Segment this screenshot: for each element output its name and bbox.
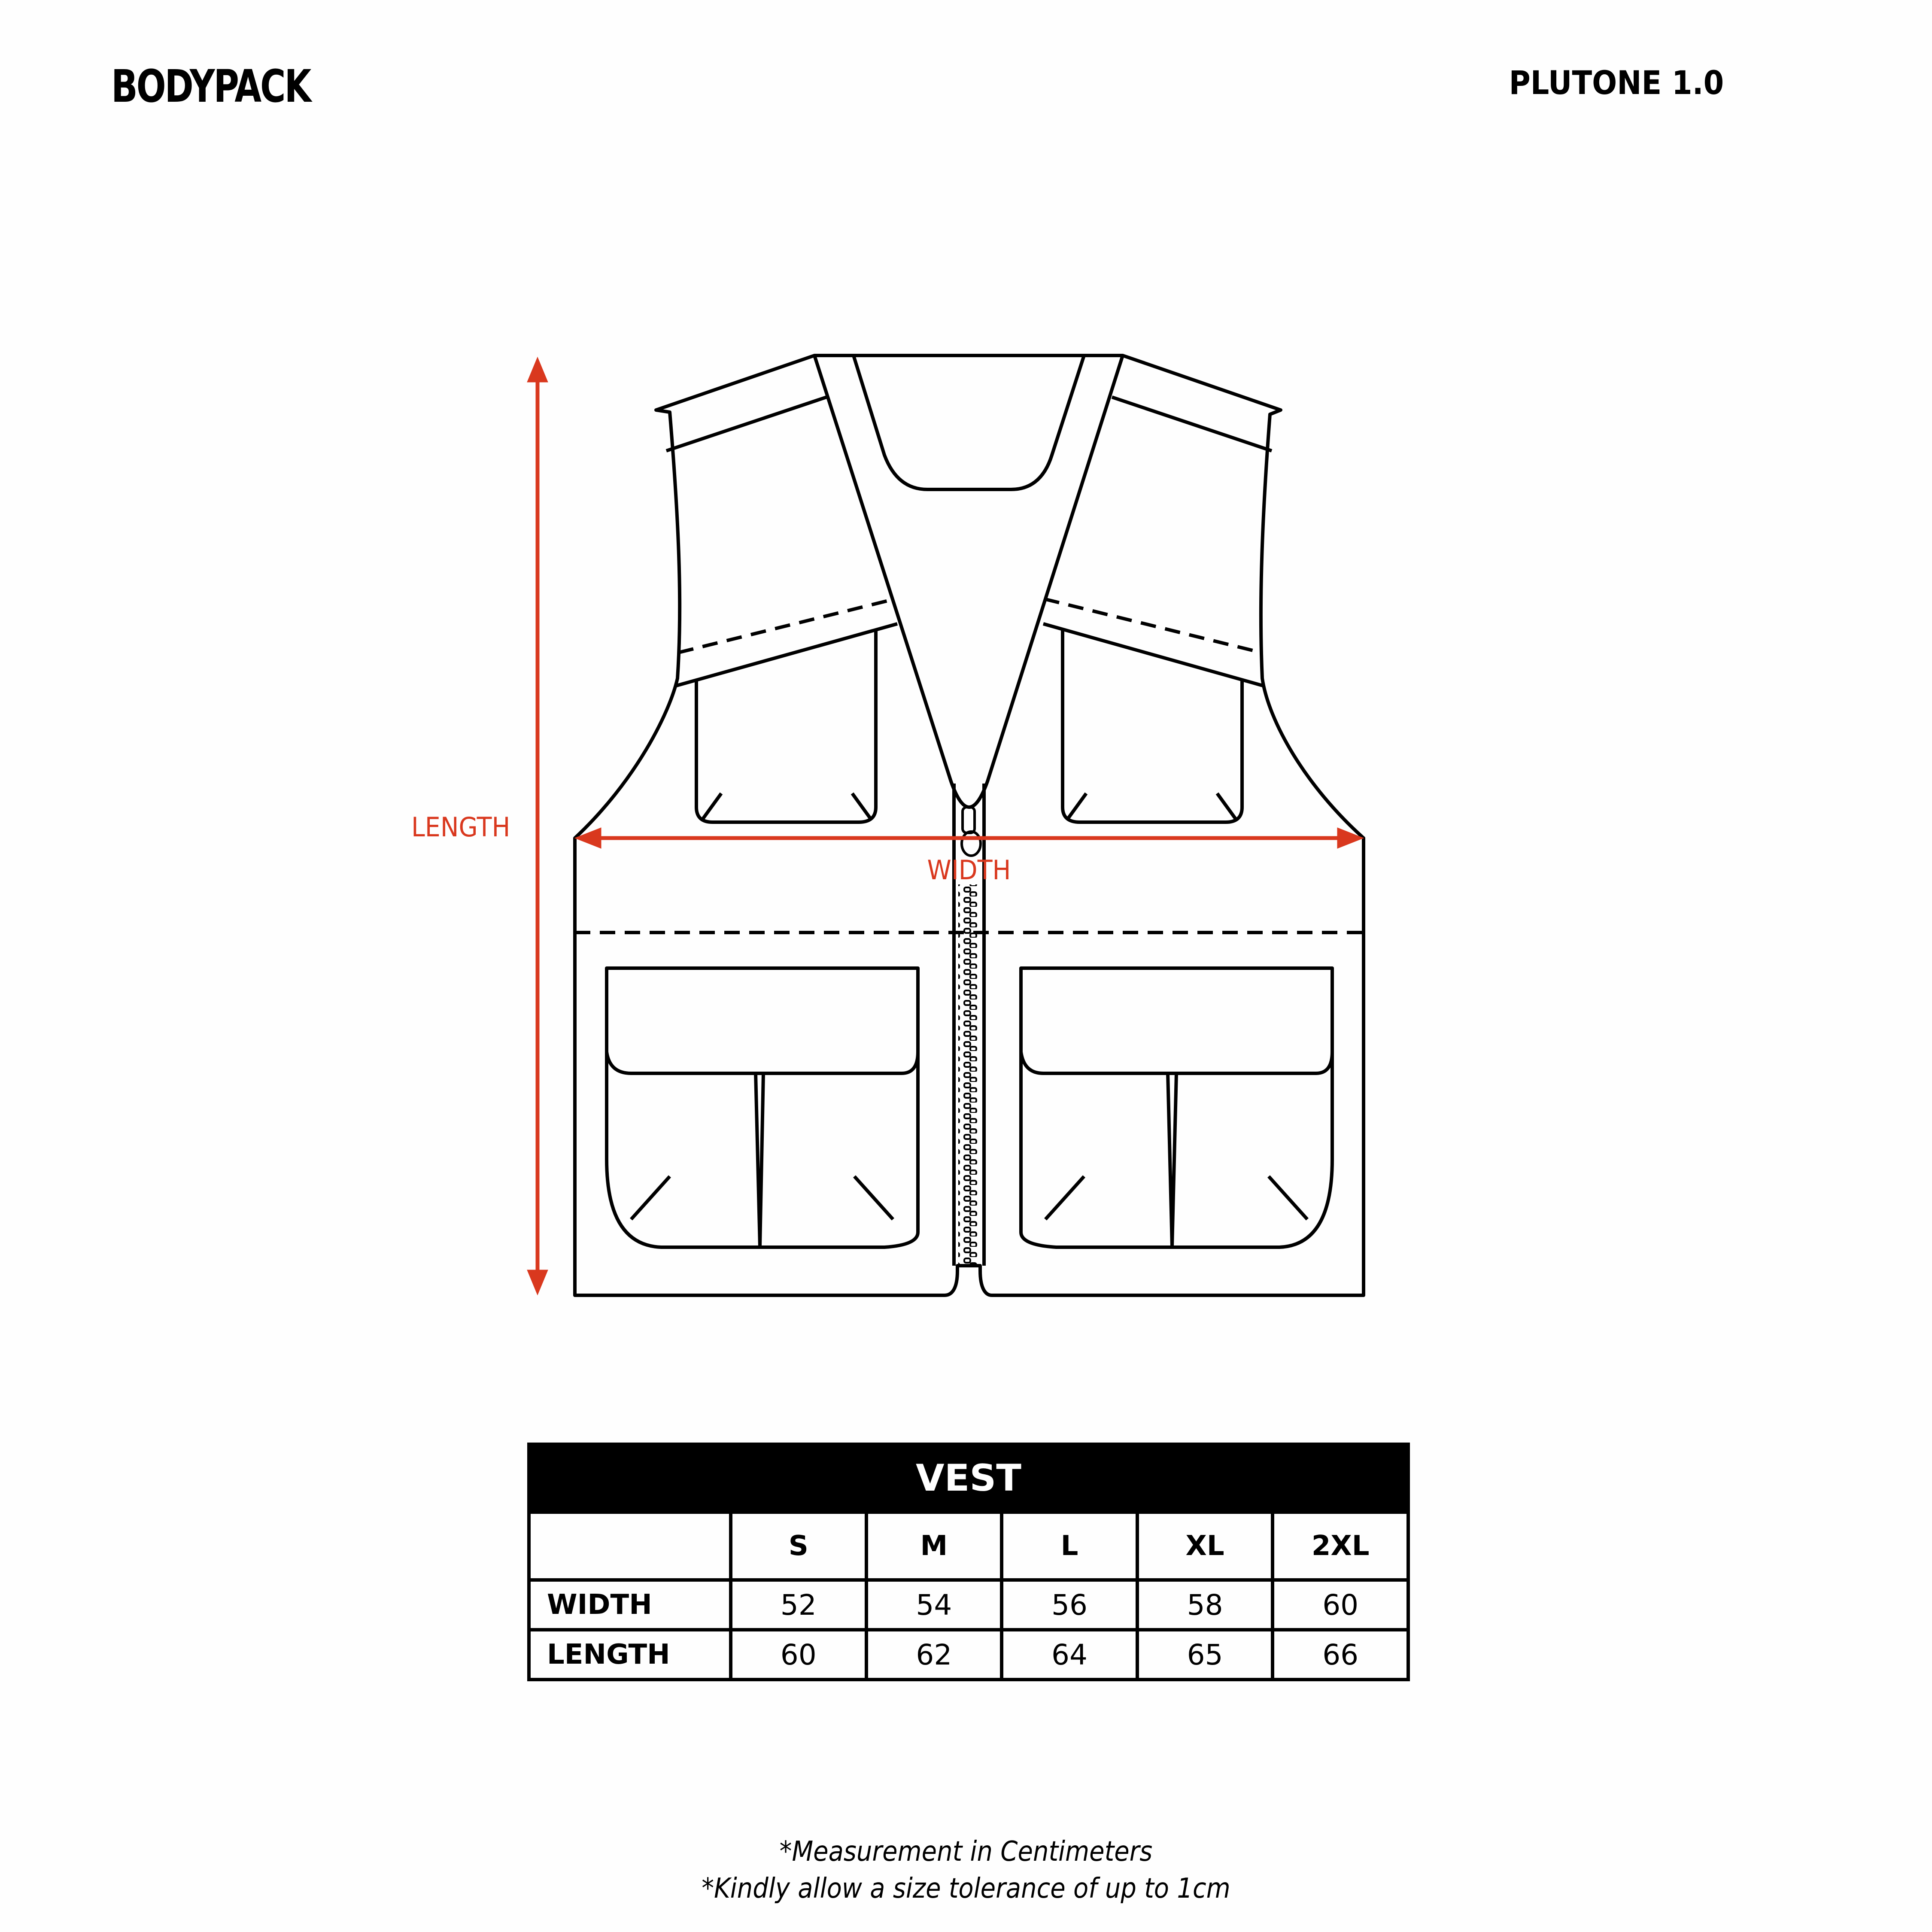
table-title: VEST [527,1443,1410,1514]
width-label: WIDTH [927,854,1011,886]
table-cell: 64 [1000,1628,1139,1681]
table-cell: 60 [729,1628,868,1681]
length-label: LENGTH [411,811,510,843]
header-cell-2xl: 2XL [1271,1510,1410,1582]
header-cell-m: M [864,1510,1004,1582]
zipper-pull-icon [960,806,982,857]
vest-outline [573,354,1365,1297]
note-units: *Measurement in Centimeters [779,1836,1153,1868]
table-row-length: LENGTH 60 62 64 65 66 [527,1628,1410,1681]
header-cell-l: L [1000,1510,1139,1582]
zipper-teeth [958,884,981,1266]
size-chart-table: VEST S M L XL 2XL WIDTH 52 54 56 58 60 L… [527,1443,1410,1681]
footnotes: *Measurement in Centimeters *Kindly allo… [0,1833,1932,1907]
table-cell: 60 [1271,1578,1410,1631]
row-label: WIDTH [527,1578,732,1631]
left-pocket [605,966,920,1249]
table-header-row: S M L XL 2XL [527,1510,1410,1582]
table-row-width: WIDTH 52 54 56 58 60 [527,1578,1410,1631]
width-arrow [574,827,1364,849]
right-pocket [1019,966,1334,1249]
length-arrow [527,356,548,1296]
table-cell: 62 [864,1628,1004,1681]
model-name: PLUTONE 1.0 [1509,64,1724,102]
table-cell: 66 [1271,1628,1410,1681]
header-cell-empty [527,1510,732,1582]
header-cell-xl: XL [1135,1510,1275,1582]
brand-logo: BODYPACK [111,60,311,112]
note-tolerance: *Kindly allow a size tolerance of up to … [702,1873,1230,1905]
table-cell: 54 [864,1578,1004,1631]
table-cell: 56 [1000,1578,1139,1631]
table-cell: 65 [1135,1628,1275,1681]
header-cell-s: S [729,1510,868,1582]
row-label: LENGTH [527,1628,732,1681]
table-cell: 58 [1135,1578,1275,1631]
table-cell: 52 [729,1578,868,1631]
